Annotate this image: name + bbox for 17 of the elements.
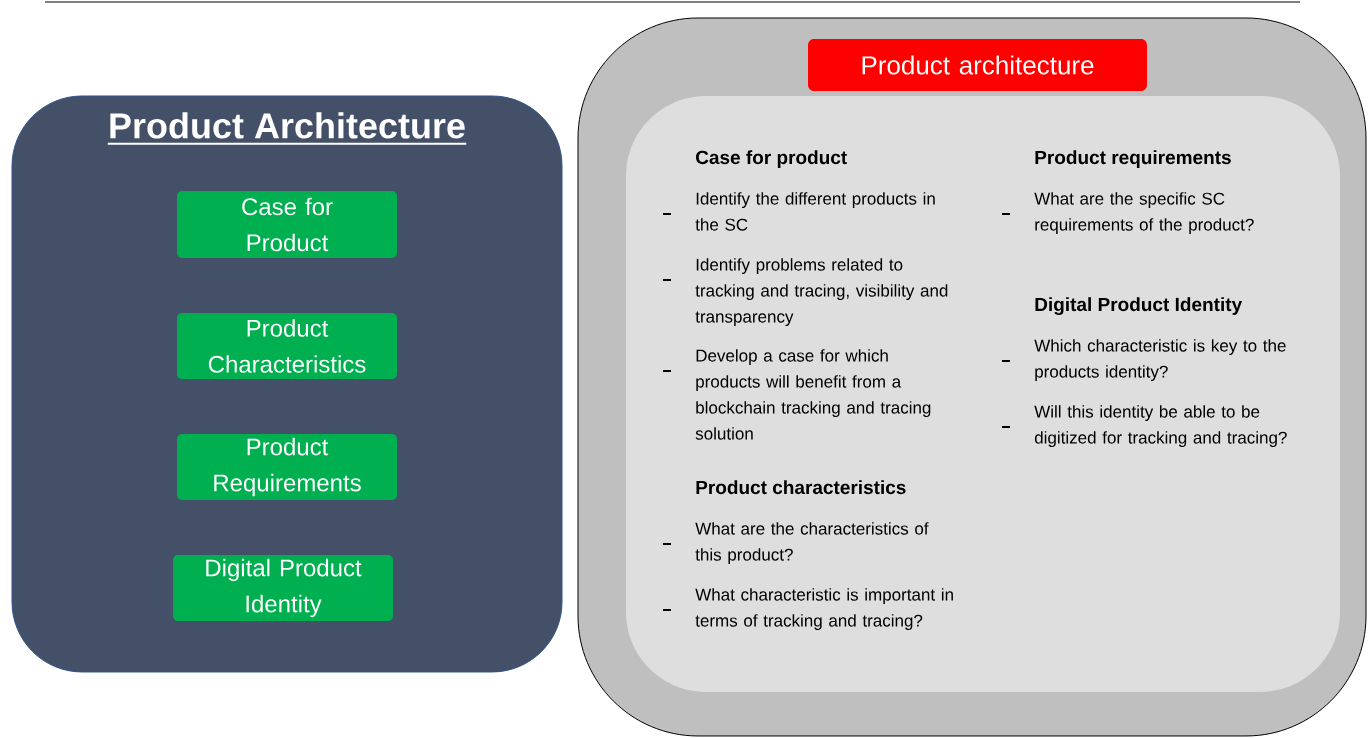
title-box: Product architecture [808,39,1147,91]
bullet-text: Identify the different products in the SC [695,192,935,231]
section-heading: Digital Product Identity [1035,297,1243,315]
bullet-text: Which characteristic is key to the products identity? [1034,339,1286,382]
section-heading: Product requirements [1035,150,1231,168]
bullet-text: Will this identity be able to be digitized for tracking and tracing? [1034,405,1287,448]
bullet-text: What are the specific SC requirements of the product? [1034,192,1254,235]
topic-box: Product Characteristics [177,313,397,379]
section-heading: Product characteristics [696,480,906,495]
topic-box: Digital Product Identity [173,555,393,621]
bullet-text: Develop a case for which products will benefit from a blockchain tracking and tracing solution [695,349,931,440]
bullet-text: What are the characteristics of this product? [695,522,929,565]
bullet-text: What characteristic is important in terms of tracking and tracing? [695,588,953,631]
topic-box: Product Requirements [177,434,397,500]
topic-box: Case for Product [177,191,397,258]
bullet-text: Identify problems related to tracking and tracing, visibility and transparency [695,258,948,327]
section-heading: Case for product [696,150,847,168]
